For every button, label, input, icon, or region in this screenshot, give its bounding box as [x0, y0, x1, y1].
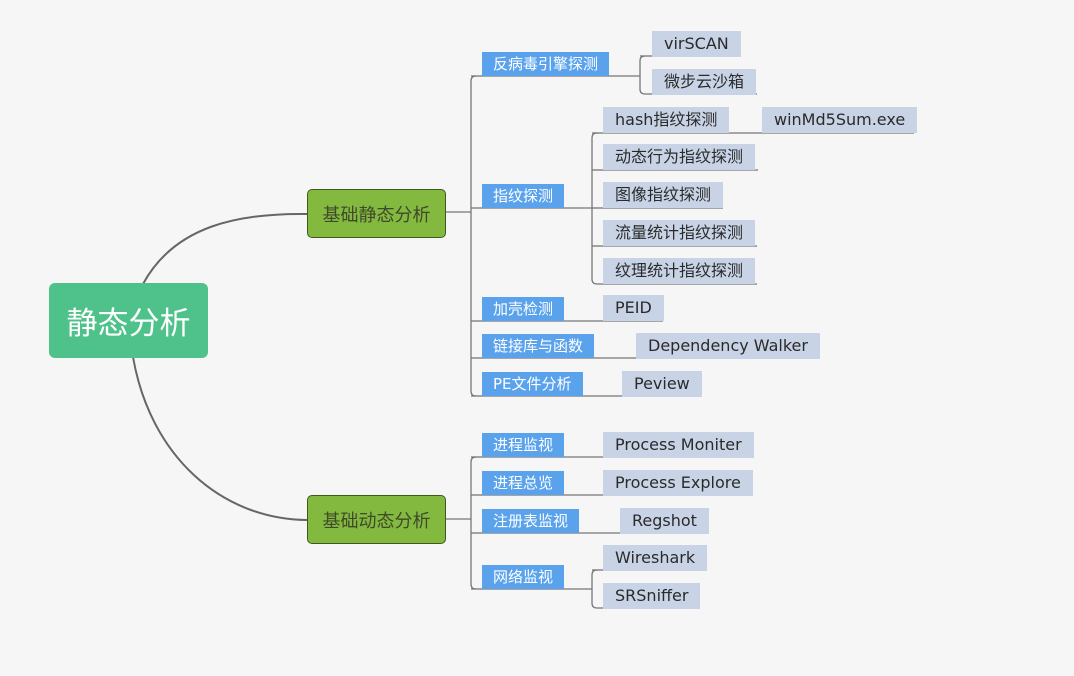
leaf-wireshark[interactable]: Wireshark: [603, 545, 708, 571]
branch-basic-static[interactable]: 基础静态分析: [307, 189, 446, 238]
topic-fingerprint[interactable]: 指纹探测: [482, 184, 565, 208]
leaf-regshot[interactable]: Regshot: [620, 508, 709, 534]
topic-libraries-functions[interactable]: 链接库与函数: [482, 334, 595, 358]
leaf-process-moniter[interactable]: Process Moniter: [603, 432, 754, 458]
leaf-peid[interactable]: PEID: [603, 295, 664, 321]
topic-process-monitor[interactable]: 进程监视: [482, 433, 565, 457]
leaf-dependency-walker[interactable]: Dependency Walker: [636, 333, 820, 359]
leaf-winmd5sum[interactable]: winMd5Sum.exe: [762, 107, 918, 133]
topic-process-overview[interactable]: 进程总览: [482, 471, 565, 495]
leaf-process-explore[interactable]: Process Explore: [603, 470, 753, 496]
topic-packer-detection[interactable]: 加壳检测: [482, 297, 565, 321]
leaf-image-fingerprint[interactable]: 图像指纹探测: [603, 182, 724, 208]
leaf-threatbook-sandbox[interactable]: 微步云沙箱: [652, 69, 757, 95]
root-node[interactable]: 静态分析: [49, 283, 208, 358]
leaf-hash-fingerprint[interactable]: hash指纹探测: [603, 107, 730, 133]
leaf-srsniffer[interactable]: SRSniffer: [603, 583, 701, 609]
topic-registry-monitor[interactable]: 注册表监视: [482, 509, 580, 533]
leaf-texture-fingerprint[interactable]: 纹理统计指纹探测: [603, 258, 756, 284]
leaf-behavior-fingerprint[interactable]: 动态行为指纹探测: [603, 144, 756, 170]
topic-antivirus-engine[interactable]: 反病毒引擎探测: [482, 52, 610, 76]
topic-network-monitor[interactable]: 网络监视: [482, 565, 565, 589]
leaf-peview[interactable]: Peview: [622, 371, 702, 397]
leaf-virscan[interactable]: virSCAN: [652, 31, 741, 57]
branch-basic-dynamic[interactable]: 基础动态分析: [307, 495, 446, 544]
leaf-traffic-fingerprint[interactable]: 流量统计指纹探测: [603, 220, 756, 246]
topic-pe-analysis[interactable]: PE文件分析: [482, 372, 583, 396]
